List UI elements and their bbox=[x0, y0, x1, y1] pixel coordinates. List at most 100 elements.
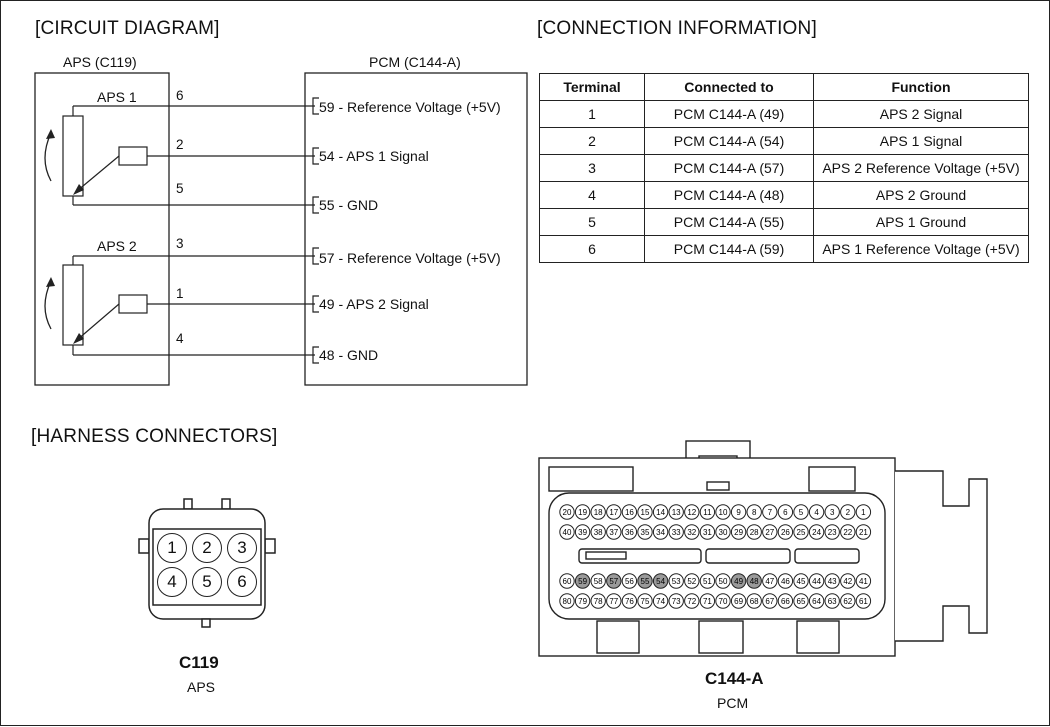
c144-pin bbox=[715, 524, 731, 540]
c144-pin-number: 50 bbox=[719, 577, 728, 586]
c144-pin bbox=[652, 573, 669, 589]
c144-pin-number: 11 bbox=[703, 508, 712, 517]
table-cell: 4 bbox=[539, 181, 645, 209]
c144-pin bbox=[559, 573, 575, 589]
table-row: 6 PCM C144-A (59) APS 1 Reference Voltag… bbox=[539, 235, 1029, 263]
table-row: 1 PCM C144-A (49) APS 2 Signal bbox=[539, 100, 1029, 128]
c144-pin-number: 25 bbox=[797, 528, 806, 537]
c144-pin bbox=[652, 504, 669, 520]
c144-pin bbox=[590, 573, 606, 589]
c144-pin-number: 66 bbox=[781, 597, 790, 606]
c144-pin-number: 72 bbox=[687, 597, 696, 606]
c119-pin-label: 4 bbox=[176, 331, 184, 346]
table-cell: APS 2 Signal bbox=[813, 100, 1029, 128]
c144-pin-number: 49 bbox=[734, 577, 743, 586]
c144-pin-number: 2 bbox=[846, 508, 851, 517]
c144-pin-number: 46 bbox=[781, 577, 790, 586]
c144-pin bbox=[637, 593, 653, 609]
c144-pin-number: 70 bbox=[719, 597, 728, 606]
c144-pin bbox=[574, 524, 591, 540]
c144-pin-number: 17 bbox=[609, 508, 618, 517]
c144-pin bbox=[574, 573, 591, 589]
c144-pin-number: 56 bbox=[625, 577, 634, 586]
c144-pin bbox=[824, 573, 840, 589]
aps1-label: APS 1 bbox=[97, 89, 137, 105]
c144-pin-number: 15 bbox=[641, 508, 650, 517]
c144-pin-number: 4 bbox=[814, 508, 819, 517]
c144-pin bbox=[730, 524, 747, 540]
pcm-pin-label: 49 - APS 2 Signal bbox=[319, 296, 429, 312]
c144-pin-number: 24 bbox=[812, 528, 821, 537]
c144-pin-number: 55 bbox=[641, 577, 650, 586]
c144-pin bbox=[777, 573, 794, 589]
aps-box bbox=[34, 72, 170, 386]
c144-pin bbox=[574, 593, 591, 609]
c144-pin bbox=[746, 504, 762, 520]
c144-pin-number: 8 bbox=[752, 508, 757, 517]
c144-pin-number: 7 bbox=[768, 508, 773, 517]
c144-pin-number: 45 bbox=[797, 577, 806, 586]
table-header-row: Terminal Connected to Function bbox=[539, 73, 1029, 101]
c144-pin bbox=[590, 504, 606, 520]
table-row: 4 PCM C144-A (48) APS 2 Ground bbox=[539, 181, 1029, 209]
c144-pin bbox=[606, 524, 622, 540]
table-row: 2 PCM C144-A (54) APS 1 Signal bbox=[539, 127, 1029, 155]
c144-sub: PCM bbox=[717, 695, 749, 711]
table-cell: 6 bbox=[539, 235, 645, 263]
c144-pin bbox=[637, 504, 653, 520]
c144-pin bbox=[559, 504, 575, 520]
c144-pin-number: 1 bbox=[861, 508, 866, 517]
c144-pin bbox=[762, 524, 778, 540]
c144-pin-number: 33 bbox=[672, 528, 681, 537]
c144-pin bbox=[746, 573, 762, 589]
pcm-pin-label: 48 - GND bbox=[319, 347, 379, 363]
table-cell: APS 1 Reference Voltage (+5V) bbox=[813, 235, 1029, 263]
c144-pin bbox=[777, 593, 794, 609]
c144-pin-number: 60 bbox=[563, 577, 572, 586]
c144-pin-number: 67 bbox=[765, 597, 774, 606]
c144-pin bbox=[621, 504, 638, 520]
c119-pin-label: 6 bbox=[176, 88, 184, 103]
c144-pin bbox=[793, 504, 809, 520]
c144-pin-number: 35 bbox=[641, 528, 650, 537]
c144-pin-number: 80 bbox=[563, 597, 572, 606]
c144-pin bbox=[574, 504, 591, 520]
table-cell: PCM C144-A (48) bbox=[644, 181, 814, 209]
c119-sub: APS bbox=[187, 679, 216, 695]
c144-pin bbox=[621, 573, 638, 589]
c144-pin bbox=[777, 524, 794, 540]
c144-pin bbox=[762, 504, 778, 520]
aps1-sensor bbox=[44, 105, 315, 206]
c144-pin-number: 47 bbox=[765, 577, 774, 586]
c144-pin-number: 30 bbox=[719, 528, 728, 537]
c144-pin bbox=[840, 593, 856, 609]
c144-pin bbox=[855, 573, 872, 589]
c144-pin-number: 22 bbox=[843, 528, 852, 537]
table-cell: PCM C144-A (59) bbox=[644, 235, 814, 263]
c144-pin-number: 5 bbox=[799, 508, 804, 517]
c119-pin: 1 bbox=[157, 533, 187, 563]
c144-pin-number: 52 bbox=[687, 577, 696, 586]
table-cell: 5 bbox=[539, 208, 645, 236]
c144-pin bbox=[855, 524, 872, 540]
c144-pin-number: 10 bbox=[719, 508, 728, 517]
c144-pin bbox=[652, 593, 669, 609]
connection-table: Terminal Connected to Function 1 PCM C14… bbox=[539, 73, 1029, 263]
c119-name: C119 bbox=[179, 653, 219, 672]
c144-pin bbox=[668, 593, 684, 609]
c144-pin-number: 32 bbox=[687, 528, 696, 537]
c144-pin bbox=[715, 573, 731, 589]
table-cell: APS 1 Ground bbox=[813, 208, 1029, 236]
c144-pin-number: 63 bbox=[828, 597, 837, 606]
table-header: Terminal bbox=[539, 73, 645, 101]
c144-pin bbox=[668, 504, 684, 520]
c144-pin-number: 75 bbox=[641, 597, 650, 606]
c144-pin bbox=[824, 504, 840, 520]
c144-pin-number: 73 bbox=[672, 597, 681, 606]
table-cell: PCM C144-A (55) bbox=[644, 208, 814, 236]
c119-pin-label: 1 bbox=[176, 286, 184, 301]
c144-pin bbox=[855, 593, 872, 609]
c144-pin bbox=[637, 524, 653, 540]
